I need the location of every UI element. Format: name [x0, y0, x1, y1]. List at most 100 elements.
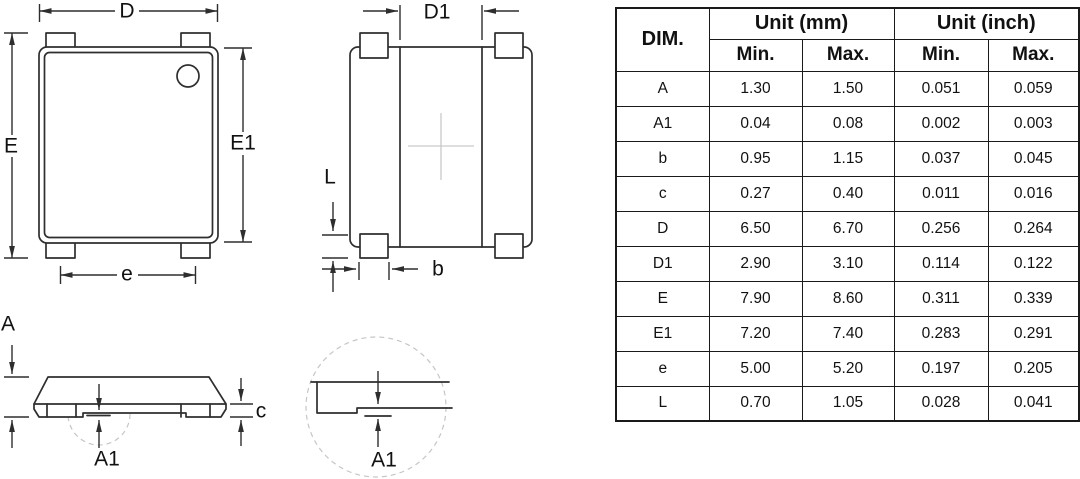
cell-inch-max: 0.291 [987, 315, 1080, 352]
terminal-pad-bottom-left [359, 233, 389, 259]
label-mask [2, 135, 21, 157]
cell-dim: E1 [615, 315, 710, 352]
cell-mm-max: 1.15 [801, 140, 895, 177]
dim-b-extension-lines [358, 262, 390, 280]
dimensions-table: DIM. Unit (mm) Unit (inch) Min. Max. Min… [615, 7, 1080, 422]
cell-dim: A1 [615, 105, 710, 142]
header-min-inch: Min. [893, 38, 989, 72]
cell-mm-max: 6.70 [801, 210, 895, 247]
cell-inch-max: 0.339 [987, 280, 1080, 317]
cell-inch-min: 0.011 [893, 175, 989, 212]
cell-dim: D [615, 210, 710, 247]
dim-L-extension-lines [322, 234, 348, 259]
pin-tab-top-left [45, 32, 76, 49]
cell-mm-max: 5.20 [801, 350, 895, 387]
dim-D1-extension-lines [399, 5, 483, 40]
cell-inch-min: 0.114 [893, 245, 989, 282]
cell-inch-min: 0.311 [893, 280, 989, 317]
cell-mm-min: 1.30 [708, 70, 803, 107]
cell-dim: D1 [615, 245, 710, 282]
cell-mm-min: 7.90 [708, 280, 803, 317]
detail-standoff-step-profile [316, 381, 453, 414]
header-dim: DIM. [615, 7, 710, 72]
table-row: E1 7.20 7.40 0.283 0.291 [615, 315, 1080, 352]
terminal-pad-top-right [494, 32, 524, 59]
cell-mm-max: 8.60 [801, 280, 895, 317]
dim-label-A: A [1, 313, 15, 336]
dim-label-E: E [4, 135, 18, 158]
cell-inch-max: 0.264 [987, 210, 1080, 247]
dim-label-c: c [256, 400, 267, 423]
cell-inch-max: 0.016 [987, 175, 1080, 212]
detail-view: A1 [305, 336, 453, 478]
dim-label-D1: D1 [424, 1, 451, 24]
label-mask [115, 1, 139, 21]
cell-mm-max: 7.40 [801, 315, 895, 352]
table-row: A 1.30 1.50 0.051 0.059 [615, 70, 1080, 107]
cell-inch-max: 0.041 [987, 385, 1080, 422]
dim-label-b: b [432, 258, 444, 281]
dim-label-L: L [324, 166, 336, 189]
table-header-row-minmax: Min. Max. Min. Max. [616, 38, 1080, 72]
terminal-pad-top-left [359, 32, 389, 59]
dim-label-e: e [121, 263, 133, 286]
package-body-inner [43, 51, 214, 239]
side-view: A c A1 [1, 313, 266, 471]
cell-dim: E [615, 280, 710, 317]
cell-dim: L [615, 385, 710, 422]
label-mask [226, 132, 260, 155]
cell-dim: b [615, 140, 710, 177]
dim-label-A1-detail: A1 [371, 449, 397, 472]
cell-inch-max: 0.205 [987, 350, 1080, 387]
header-min-mm: Min. [708, 38, 803, 72]
table-row: D 6.50 6.70 0.256 0.264 [615, 210, 1080, 247]
label-mask [117, 264, 138, 285]
cell-mm-max: 0.08 [801, 105, 895, 142]
header-max-inch: Max. [987, 38, 1080, 72]
package-outline-drawing: D E E1 e D1 [1, 0, 533, 478]
table-header-row-units: DIM. Unit (mm) Unit (inch) [615, 7, 1080, 72]
cell-mm-min: 7.20 [708, 315, 803, 352]
cell-inch-min: 0.028 [893, 385, 989, 422]
pin1-indicator-circle [176, 64, 200, 88]
dim-A-extension-lines [4, 376, 29, 418]
center-mark-cross [408, 113, 474, 180]
terminal-edge-ticks [46, 403, 211, 418]
table-row: D1 2.90 3.10 0.114 0.122 [615, 245, 1080, 282]
table-row: e 5.00 5.20 0.197 0.205 [615, 350, 1080, 387]
pin-tab-top-right [180, 32, 211, 49]
dim-label-E1: E1 [230, 132, 256, 155]
cell-inch-max: 0.059 [987, 70, 1080, 107]
cell-mm-min: 2.90 [708, 245, 803, 282]
cell-inch-min: 0.283 [893, 315, 989, 352]
cell-dim: c [615, 175, 710, 212]
cell-mm-max: 1.05 [801, 385, 895, 422]
package-body-outer [38, 46, 219, 244]
header-max-mm: Max. [801, 38, 895, 72]
table-row: E 7.90 8.60 0.311 0.339 [615, 280, 1080, 317]
bottom-view: D1 L b [322, 1, 533, 292]
cell-mm-max: 3.10 [801, 245, 895, 282]
cell-inch-min: 0.256 [893, 210, 989, 247]
detail-zoom-circle [305, 336, 447, 478]
table-row: L 0.70 1.05 0.028 0.041 [615, 385, 1080, 422]
cell-inch-max: 0.003 [987, 105, 1080, 142]
header-unit-mm: Unit (mm) [708, 7, 895, 40]
terminal-pad-bottom-right [494, 233, 524, 259]
dim-E1-extension-lines [224, 47, 252, 243]
cell-inch-min: 0.051 [893, 70, 989, 107]
dim-label-A1-side: A1 [94, 448, 120, 471]
cell-inch-min: 0.037 [893, 140, 989, 177]
table-row: b 0.95 1.15 0.037 0.045 [615, 140, 1080, 177]
dim-E-extension-lines [4, 32, 28, 259]
dim-label-D: D [119, 0, 134, 23]
cell-inch-max: 0.122 [987, 245, 1080, 282]
package-side-profile [33, 376, 227, 418]
pin-tab-bottom-right [180, 241, 211, 259]
dim-c-extension-lines [230, 403, 253, 418]
header-unit-inch: Unit (inch) [893, 7, 1080, 40]
cell-mm-max: 0.40 [801, 175, 895, 212]
table-row: A1 0.04 0.08 0.002 0.003 [615, 105, 1080, 142]
cell-mm-min: 0.95 [708, 140, 803, 177]
